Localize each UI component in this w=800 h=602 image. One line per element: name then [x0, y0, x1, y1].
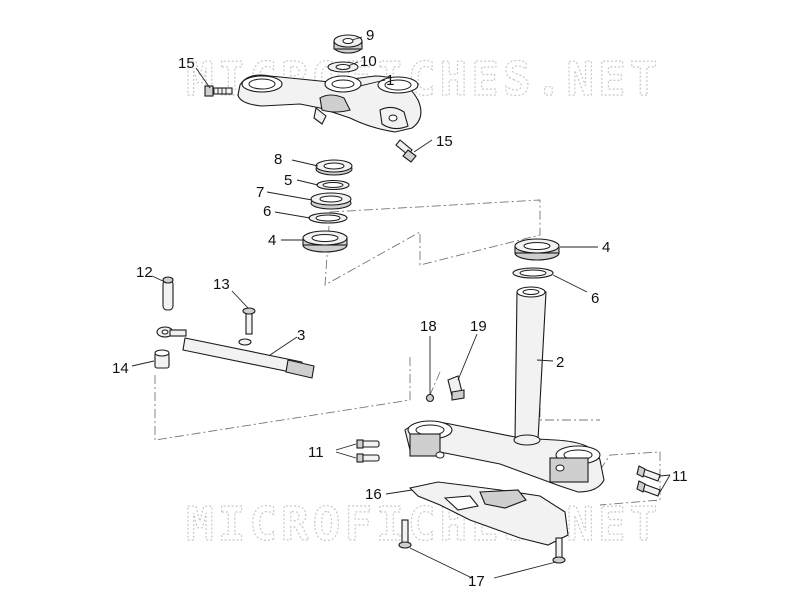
- part-6-seal-ring-lower: [512, 267, 554, 279]
- part-5-spacer-ring: [316, 179, 350, 191]
- callout-4-upper: 4: [268, 232, 276, 249]
- part-19-bracket: [447, 375, 465, 401]
- callout-9: 9: [366, 27, 374, 44]
- callout-6-lower: 6: [591, 290, 599, 307]
- callout-14: 14: [112, 360, 129, 377]
- callout-3: 3: [297, 327, 305, 344]
- callout-12: 12: [136, 264, 153, 281]
- part-12-pin: [162, 276, 174, 311]
- callout-7: 7: [256, 184, 264, 201]
- callout-10: 10: [360, 53, 377, 70]
- part-14-bushing: [154, 349, 170, 369]
- callout-6-upper: 6: [263, 203, 271, 220]
- callout-1: 1: [386, 72, 394, 89]
- part-17-bolt-left: [398, 519, 412, 549]
- part-13-bolt: [242, 307, 256, 335]
- part-17-bolt-right: [552, 537, 566, 564]
- callout-16: 16: [365, 486, 382, 503]
- callout-18: 18: [420, 318, 437, 335]
- callout-11-right: 11: [672, 468, 688, 485]
- part-7-upper-bearing: [310, 192, 352, 210]
- callout-15-lower: 15: [436, 133, 453, 150]
- part-15-bolt-upper: [204, 85, 233, 97]
- part-4-bearing-upper: [302, 230, 348, 253]
- callout-17: 17: [468, 573, 485, 590]
- part-1-upper-triple-clamp: [237, 74, 422, 133]
- part-16-lower-cover: [408, 481, 569, 546]
- callout-8: 8: [274, 151, 282, 168]
- assembly-guide-lines: [154, 199, 661, 506]
- callout-11-left: 11: [308, 444, 324, 461]
- part-10-washer: [327, 61, 359, 73]
- part-6-seal-ring-upper: [308, 212, 348, 224]
- leader-lines: [131, 36, 671, 579]
- part-2-lower-triple-clamp: [404, 286, 605, 493]
- callout-4-lower: 4: [602, 239, 610, 256]
- callout-5: 5: [284, 172, 292, 189]
- part-8-dust-seal: [315, 159, 353, 176]
- callout-13: 13: [213, 276, 230, 293]
- part-9-nut: [333, 34, 363, 54]
- watermark-bottom: MICROFICHES.NET: [186, 497, 661, 551]
- part-3-steering-damper: [156, 326, 315, 379]
- callout-labels: 9 10 1 15 15 8 5 7 6 4 4 6 2 3 12 13 14 …: [112, 27, 688, 590]
- callout-19: 19: [470, 318, 487, 335]
- part-4-bearing-lower: [514, 238, 560, 261]
- part-11-bolts-left: [356, 439, 380, 463]
- part-15-bolt-lower: [395, 139, 417, 163]
- callout-2: 2: [556, 354, 564, 371]
- part-11-bolts-right: [636, 465, 661, 497]
- part-18-screw: [425, 393, 435, 403]
- callout-15-upper: 15: [178, 55, 195, 72]
